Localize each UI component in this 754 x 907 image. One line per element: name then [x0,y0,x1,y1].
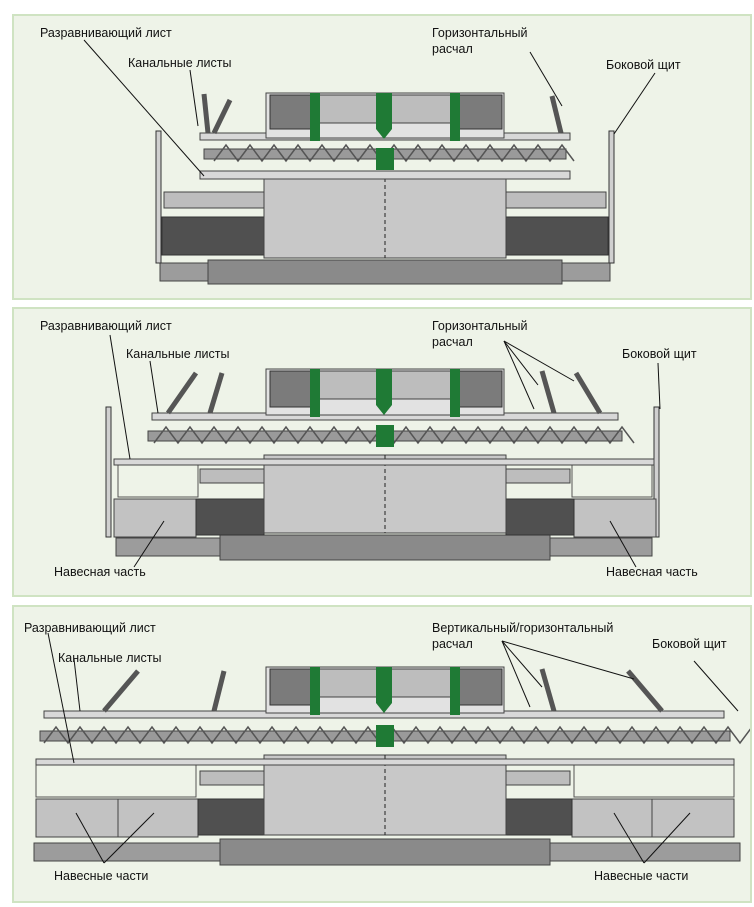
label-mounts-right: Навесные части [594,869,689,883]
label-mount-right: Навесная часть [606,565,698,579]
label-horizontal-spread: Горизонтальный [432,26,528,40]
label-vh-spread-2: расчал [432,637,473,651]
paver-screed-diagram-1 [83,39,656,285]
panel-one-extension: Разравнивающий лист Канальные листы Гори… [12,307,752,597]
panel-base-width: Разравнивающий лист Канальные листы Гори… [12,14,752,300]
label-channel-sheets: Канальные листы [58,651,162,665]
label-leveling-sheet: Разравнивающий лист [40,319,172,333]
label-side-shield: Боковой щит [606,58,681,72]
label-channel-sheets: Канальные листы [126,347,230,361]
label-horizontal-spread-2: расчал [432,335,473,349]
label-mount-left: Навесная часть [54,565,146,579]
paver-screed-diagram-3 [33,632,750,866]
label-vh-spread: Вертикальный/горизонтальный [432,621,614,635]
paver-screed-diagram-2 [105,334,661,568]
label-channel-sheets: Канальные листы [128,56,232,70]
label-side-shield: Боковой щит [652,637,727,651]
label-mounts-left: Навесные части [54,869,149,883]
label-horizontal-spread: Горизонтальный [432,319,528,333]
label-leveling-sheet: Разравнивающий лист [24,621,156,635]
panel-two-extensions: Разравнивающий лист Канальные листы Верт… [12,605,752,903]
label-side-shield: Боковой щит [622,347,697,361]
label-leveling-sheet: Разравнивающий лист [40,26,172,40]
label-horizontal-spread-2: расчал [432,42,473,56]
